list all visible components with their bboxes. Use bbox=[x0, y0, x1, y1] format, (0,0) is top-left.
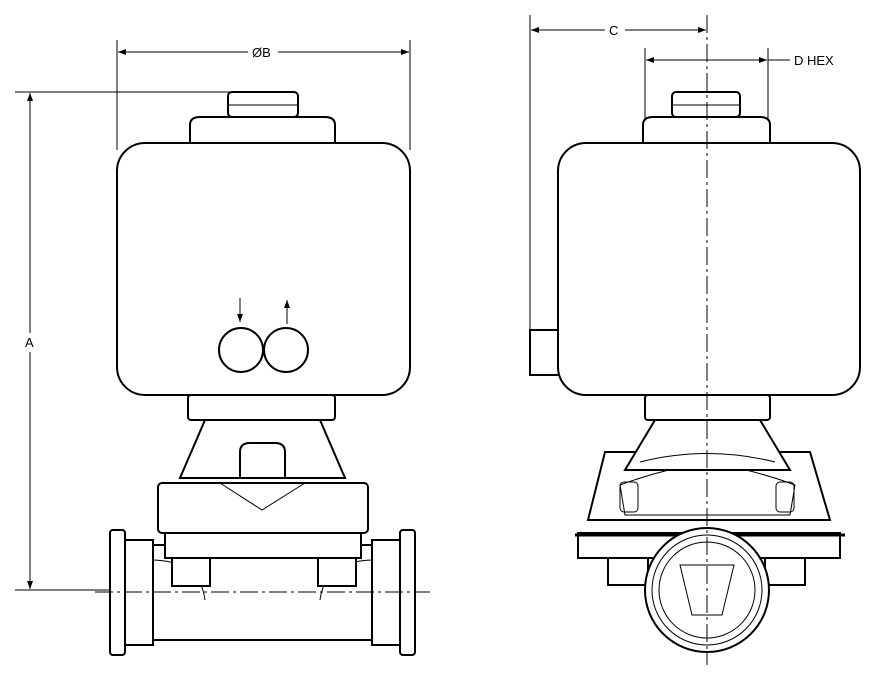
dimension-c-label: C bbox=[609, 23, 618, 38]
side-view: C D HEX bbox=[529, 15, 861, 665]
dimension-b: ØB bbox=[116, 40, 411, 150]
air-in-out-icon bbox=[218, 298, 309, 373]
dimension-a: A bbox=[15, 91, 240, 591]
dimension-a-label: A bbox=[25, 335, 34, 350]
dimension-b-label: ØB bbox=[252, 45, 271, 60]
dimension-c: C bbox=[529, 15, 706, 330]
dimension-d-hex: D HEX bbox=[644, 48, 834, 120]
dimension-d-label: D HEX bbox=[794, 53, 834, 68]
front-view: A ØB bbox=[15, 40, 430, 656]
